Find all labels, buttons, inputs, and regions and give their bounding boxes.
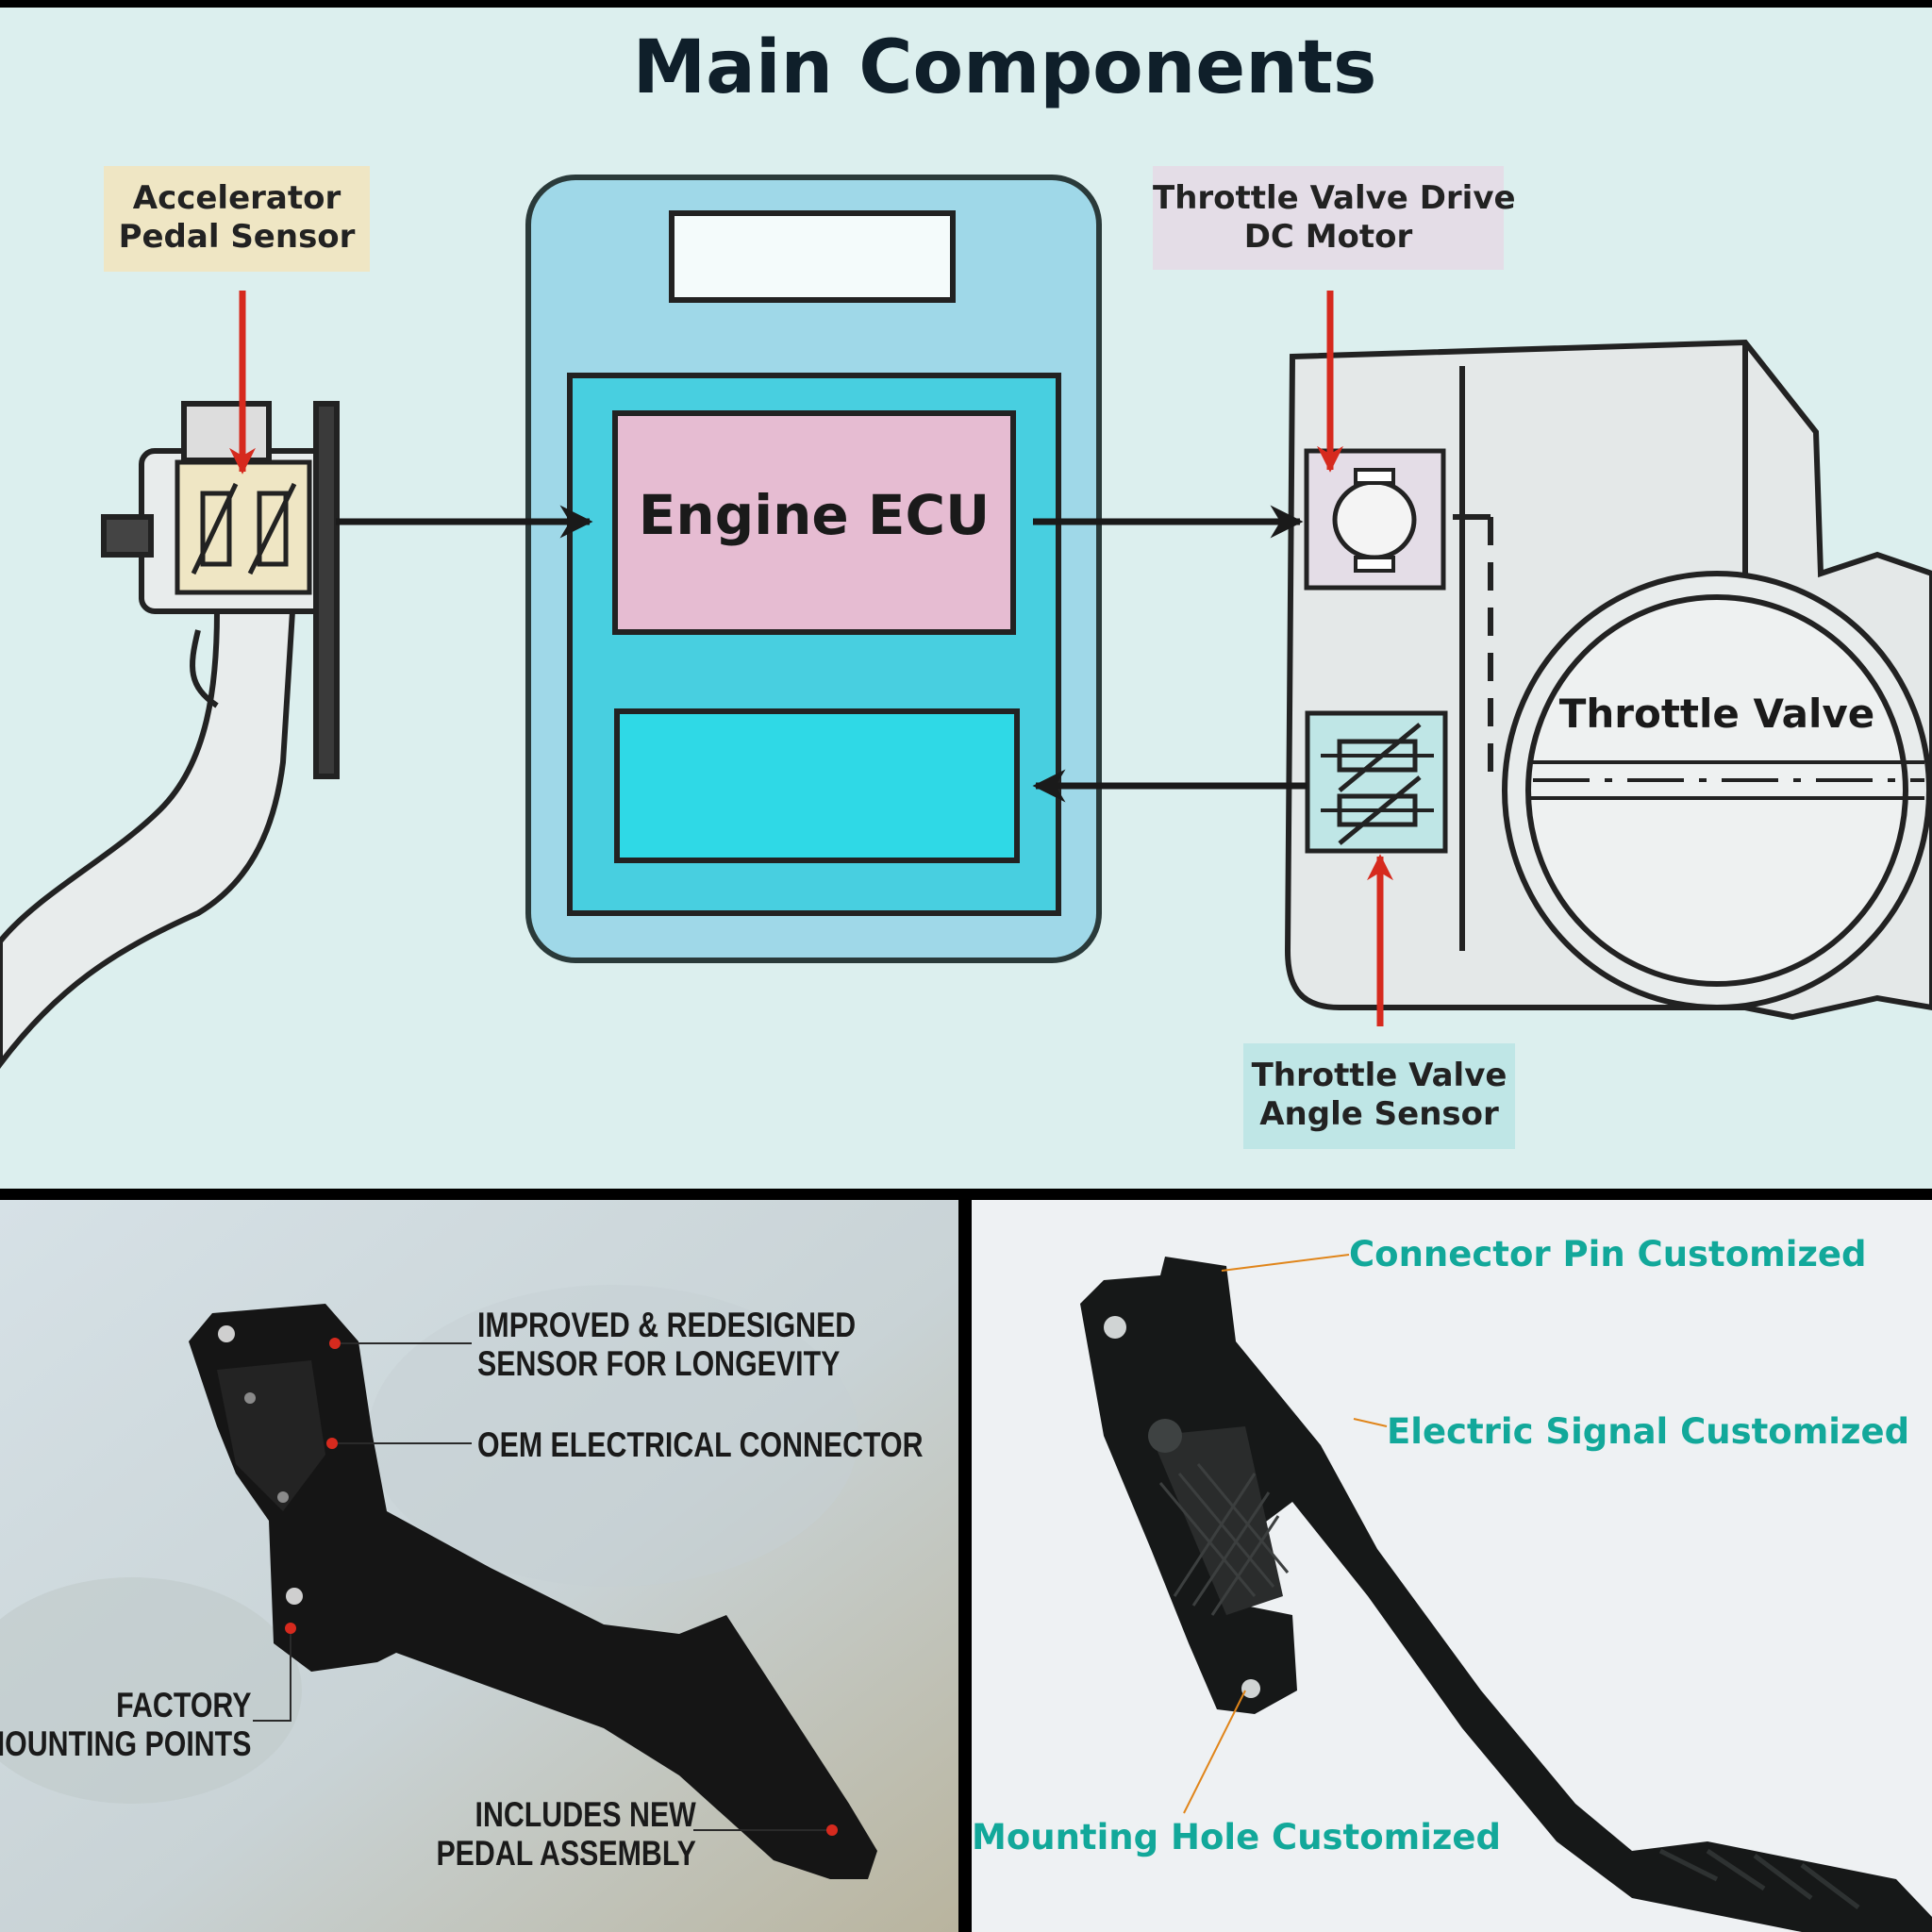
callout-improved-sensor: IMPROVED & REDESIGNED SENSOR FOR LONGEVI… xyxy=(477,1306,857,1383)
callout-factory-mounting: FACTORY MOUNTING POINTS xyxy=(0,1686,251,1763)
callout-oem-connector: OEM ELECTRICAL CONNECTOR xyxy=(477,1425,924,1464)
callout-connector-pin: Connector Pin Customized xyxy=(1349,1234,1867,1274)
accelerator-pedal-sensor-label: Accelerator Pedal Sensor xyxy=(104,166,370,272)
callout-lines-left xyxy=(253,1342,832,1831)
throttle-body-drawing xyxy=(1284,339,1932,1021)
diagram-panel xyxy=(0,8,1932,1189)
callout-electric-signal: Electric Signal Customized xyxy=(1387,1411,1910,1452)
throttle-valve-drive-dc-motor-label: Throttle Valve Drive DC Motor xyxy=(1153,166,1516,270)
engine-ecu-label: Engine ECU xyxy=(638,483,991,547)
pedal-photo-right xyxy=(972,1200,1932,1932)
pedal-photo-left xyxy=(0,1200,958,1932)
callout-dots-left xyxy=(285,1338,838,1836)
page-title: Main Components xyxy=(632,25,1377,110)
callout-lines-right xyxy=(1183,1254,1388,1814)
throttle-valve-label: Throttle Valve xyxy=(1558,691,1875,737)
accelerator-sensor-box xyxy=(175,459,312,595)
dc-motor-box xyxy=(1304,448,1446,591)
throttle-valve-angle-sensor-label: Throttle Valve Angle Sensor xyxy=(1243,1043,1515,1149)
pedal-assembly-right xyxy=(1080,1257,1932,1932)
angle-sensor-box xyxy=(1305,710,1448,854)
ecu-unit xyxy=(525,175,1102,963)
pedal-assembly xyxy=(189,1304,877,1879)
callout-mounting-hole: Mounting Hole Customized xyxy=(972,1817,1502,1857)
callout-new-pedal: INCLUDES NEW PEDAL ASSEMBLY xyxy=(436,1795,696,1873)
